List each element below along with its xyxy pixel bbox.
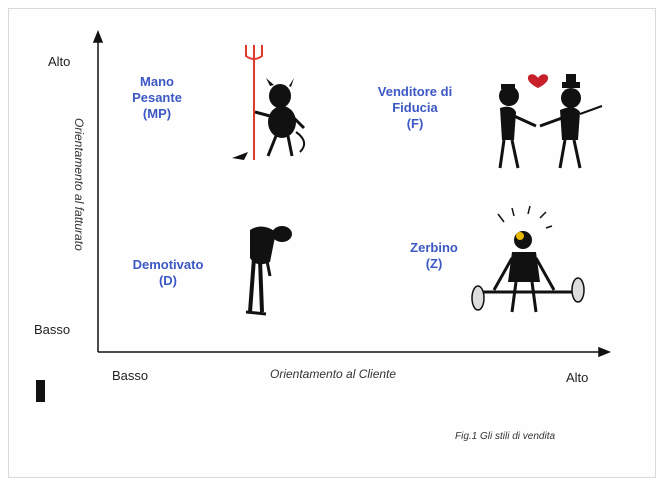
slumped-figure-icon (245, 226, 292, 316)
handshake-figures-icon (498, 74, 603, 169)
x-axis-title: Orientamento al Cliente (270, 367, 397, 381)
diagram-frame (8, 8, 656, 478)
quadrant-label-mano-pesante: Mano Pesante (MP) (118, 74, 196, 122)
figure-caption: Fig.1 Gli stili di vendita (455, 431, 556, 442)
heart-icon (527, 74, 549, 88)
axes (92, 29, 612, 358)
weightlifter-figure-icon (471, 205, 585, 313)
quadrant-label-zerbino: Zerbino (Z) (396, 240, 472, 272)
y-axis-title: Orientamento al fatturato (72, 118, 86, 251)
quadrant-line: (Z) (425, 256, 443, 271)
x-axis-arrow-icon (598, 346, 612, 358)
x-axis-high-label: Alto (566, 370, 589, 385)
y-axis-low-label: Basso (34, 322, 71, 337)
y-axis-high-label: Alto (48, 54, 71, 69)
quadrant-line: Demotivato (132, 257, 204, 272)
x-axis-low-label: Basso (112, 368, 149, 383)
quadrant-line: Venditore di (377, 84, 453, 99)
y-axis-arrow-icon (92, 29, 104, 43)
quadrant-line: Zerbino (410, 240, 458, 255)
quadrant-line: (F) (406, 116, 424, 131)
devil-figure-icon (232, 45, 306, 160)
quadrant-line: Mano (140, 74, 174, 89)
quadrant-line: Pesante (132, 90, 182, 105)
quadrant-label-demotivato: Demotivato (D) (118, 257, 218, 289)
quadrant-line: Fiducia (392, 100, 438, 115)
black-marker (36, 380, 45, 402)
quadrant-line: (D) (158, 273, 178, 288)
quadrant-line: (MP) (142, 106, 172, 121)
quadrant-label-venditore-di-fiducia: Venditore di Fiducia (F) (362, 84, 468, 132)
